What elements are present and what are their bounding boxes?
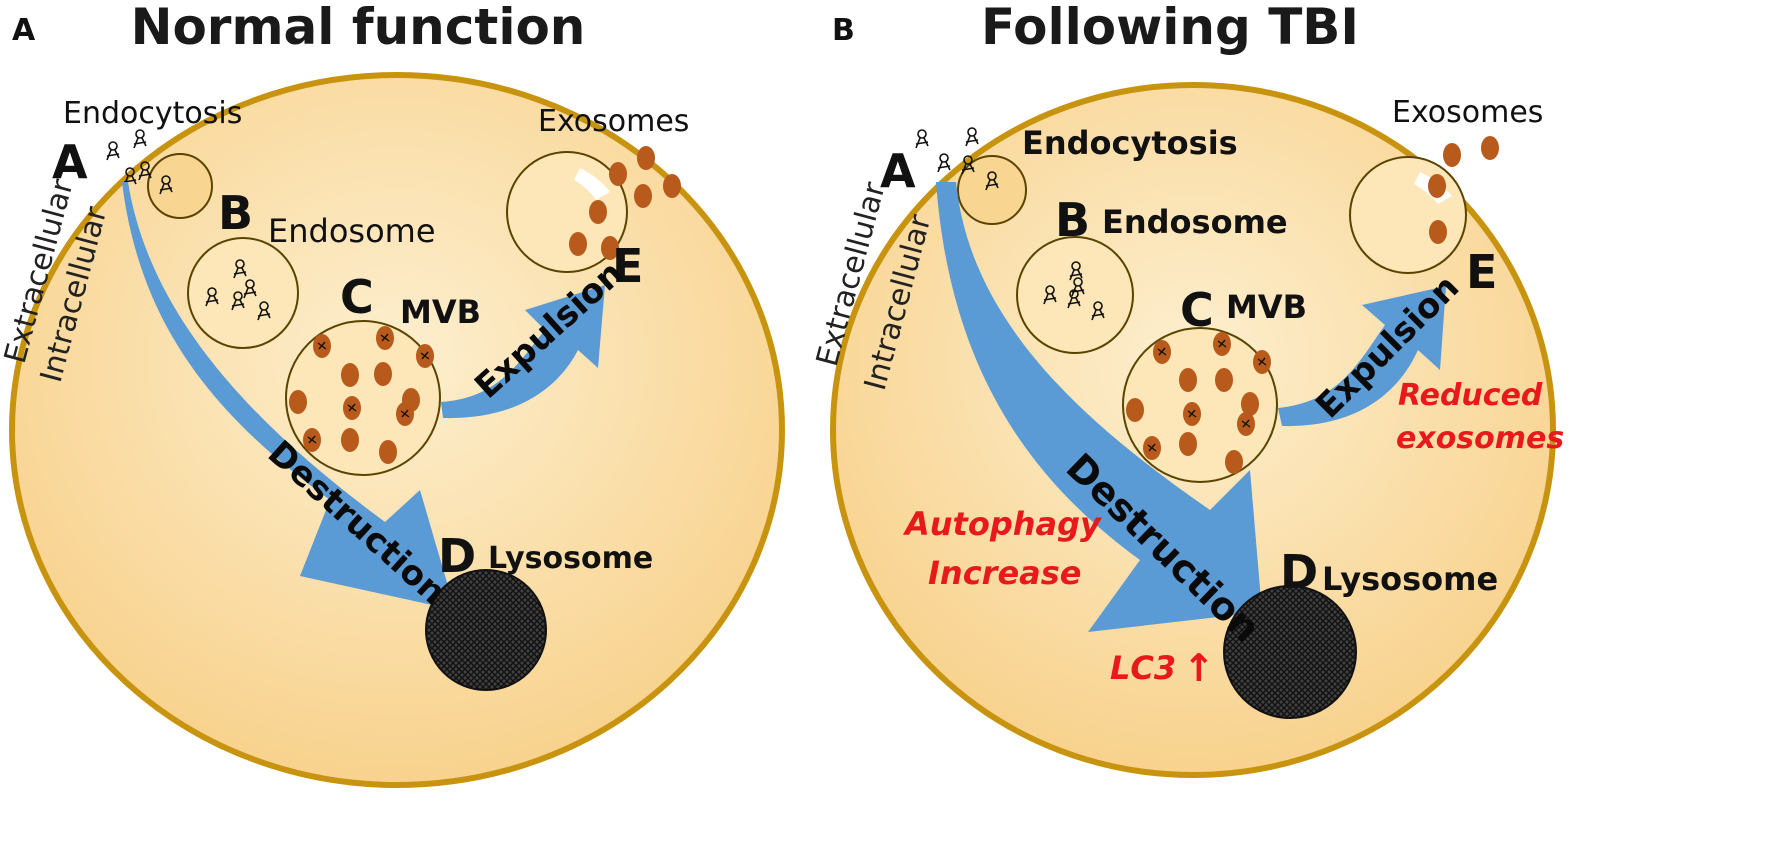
label-lysosome: Lysosome [488,541,653,576]
annotation-lc3: LC3 [1110,649,1176,687]
expulsion-arrow [441,285,605,419]
label-c: C [1180,283,1214,337]
label-a: A [880,144,916,198]
destruction-arrow [936,182,1262,632]
panel-letter: A [12,13,36,48]
label-mvb: MVB [400,293,481,331]
annotation-autophagy: Autophagy [902,505,1102,543]
label-endosome: Endosome [268,212,436,250]
label-b: B [218,186,253,240]
label-b: B [1055,193,1090,247]
label-a: A [52,135,88,189]
panel-b: B Following TBI [810,0,1564,778]
label-c: C [340,270,374,324]
label-endocytosis: Endocytosis [1022,124,1238,162]
endosome [1016,236,1134,354]
exosome-vesicle [1349,156,1467,274]
label-e: E [1466,245,1497,299]
expulsion-arrow [1278,286,1446,427]
lysosome [1223,585,1357,719]
endocytic-vesicle [147,153,213,219]
annotation-increase: Increase [928,554,1081,592]
label-lysosome: Lysosome [1322,560,1498,598]
panel-title: Following TBI [981,0,1359,56]
panel-a: A Normal function [0,0,785,788]
destruction-arrow [122,182,455,610]
label-endocytosis: Endocytosis [63,96,242,131]
panel-title: Normal function [131,0,586,56]
endocytic-vesicle [957,155,1027,225]
mvb [1122,327,1278,483]
annotation-reduced: Reduced [1398,378,1543,413]
label-d: D [1280,545,1318,599]
lysosome [425,569,547,691]
label-endosome: Endosome [1102,203,1288,241]
label-exosomes: Exosomes [538,104,689,139]
panel-letter: B [832,13,855,48]
label-d: D [438,529,476,583]
endosome [187,237,299,349]
annotation-exosomes: exosomes [1396,421,1564,456]
label-e: E [612,239,643,293]
label-exosomes: Exosomes [1392,95,1543,130]
mvb [285,320,441,476]
label-mvb: MVB [1226,288,1307,326]
up-arrow-icon: ↑ [1183,646,1215,690]
